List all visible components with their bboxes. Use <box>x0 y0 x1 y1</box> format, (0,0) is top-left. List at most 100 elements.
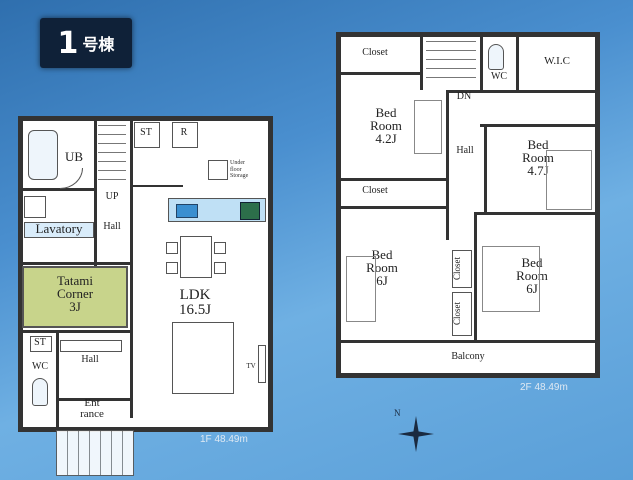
tatami-size: 3J <box>69 299 81 314</box>
wall <box>474 212 596 215</box>
bed1-line2: Room <box>370 118 402 133</box>
st-label: ST <box>140 127 152 138</box>
wall <box>484 124 487 212</box>
compass-rose-icon <box>398 416 434 452</box>
wall <box>18 330 130 333</box>
sink <box>176 204 198 218</box>
toilet-2f <box>488 44 504 70</box>
toilet <box>32 378 48 406</box>
r-label: R <box>180 127 188 138</box>
closet-v1-label: Closet <box>452 256 462 280</box>
wic-label: W.I.C <box>544 55 570 67</box>
tatami-label: Tatami Corner 3J <box>22 274 128 313</box>
bed2-line1: Bed <box>527 137 549 152</box>
compass: N <box>394 408 436 454</box>
dining-table <box>180 236 212 278</box>
shoe-cabinet <box>60 340 122 352</box>
ldk-name: LDK <box>179 287 211 303</box>
tv-label: TV <box>246 362 256 370</box>
staircase-2f <box>426 38 476 86</box>
st2-label: ST <box>34 337 46 348</box>
bed2-size: 4.7J <box>527 163 549 178</box>
wall <box>18 188 96 191</box>
wall <box>18 262 130 265</box>
wc2-label: WC <box>490 71 508 82</box>
closet-mid-label: Closet <box>362 185 388 196</box>
floor2-caption: 2F 48.49m <box>520 382 568 393</box>
balcony-label: Balcony <box>451 351 485 362</box>
hall-upper-label: Hall <box>103 221 121 232</box>
closet-v2-box <box>452 292 472 336</box>
wall <box>480 124 596 127</box>
bed3-size: 6J <box>376 273 388 288</box>
wall <box>336 178 446 181</box>
washing-machine <box>24 196 46 218</box>
under-floor-label: Under floor Storage <box>230 160 270 180</box>
under-floor-hatch <box>208 160 228 180</box>
tatami-corner <box>22 266 128 328</box>
wall <box>56 333 59 428</box>
under-floor-line3: Storage <box>230 173 249 180</box>
entrance-steps <box>56 430 134 476</box>
bed2-bed <box>546 150 592 210</box>
chair <box>214 242 226 254</box>
wall <box>516 34 519 92</box>
closet-v1-box <box>452 250 472 288</box>
wall <box>420 34 423 90</box>
entrance-label: Ent rance <box>60 398 124 420</box>
chair <box>166 262 178 274</box>
wall <box>480 34 483 92</box>
wall <box>56 398 130 401</box>
st2-box <box>30 336 52 352</box>
wall <box>474 212 477 342</box>
staircase <box>98 122 126 188</box>
entrance-line1: Ent <box>84 397 100 409</box>
building-number: 1 <box>57 25 79 61</box>
tatami-line2: Corner <box>56 286 94 301</box>
bed4-size: 6J <box>526 281 538 296</box>
floor2-plan <box>336 32 600 378</box>
bed4-line1: Bed <box>521 255 543 270</box>
under-floor-line1: Under <box>230 160 245 166</box>
tatami-line1: Tatami <box>57 273 93 288</box>
bed4-bed <box>482 246 540 312</box>
ub-label: UB <box>64 149 84 164</box>
wall <box>336 206 446 209</box>
under-floor-line2: floor <box>230 166 242 173</box>
bed1-line1: Bed <box>375 105 397 120</box>
dn-label: DN <box>456 91 472 102</box>
compass-north-label: N <box>394 408 401 418</box>
ldk-label: LDK 16.5J <box>160 288 230 318</box>
up-label: UP <box>105 191 119 202</box>
wall <box>336 340 596 343</box>
building-number-badge: 1 号棟 <box>40 18 132 68</box>
ldk-size: 16.5J <box>178 302 212 318</box>
lavatory-label: Lavatory <box>35 221 83 236</box>
wc1-label: WC <box>31 361 49 372</box>
bed3-label: Bed Room 6J <box>352 248 412 287</box>
wall <box>130 118 133 418</box>
bed1-label: Bed Room 4.2J <box>356 106 416 145</box>
stove <box>240 202 260 220</box>
hall2-label: Hall <box>456 145 474 156</box>
vanity <box>24 222 94 238</box>
hall-lower-label: Hall <box>81 354 99 365</box>
bed1-bed <box>414 100 442 154</box>
wall <box>446 90 596 93</box>
bed3-line2: Room <box>366 260 398 275</box>
wall <box>94 118 97 266</box>
wall <box>446 90 449 240</box>
chair <box>166 242 178 254</box>
closet-v2-label: Closet <box>452 301 462 325</box>
storage-box <box>134 122 160 148</box>
sofa <box>172 322 234 394</box>
closet-top-label: Closet <box>362 47 388 58</box>
bed3-line1: Bed <box>371 247 393 262</box>
bed3-bed <box>346 256 376 322</box>
wall <box>133 185 183 187</box>
bed2-label: Bed Room 4.7J <box>508 138 568 177</box>
building-suffix: 号棟 <box>82 35 115 54</box>
bed1-size: 4.2J <box>375 131 397 146</box>
bathtub <box>28 130 58 180</box>
refrigerator-box <box>172 122 198 148</box>
